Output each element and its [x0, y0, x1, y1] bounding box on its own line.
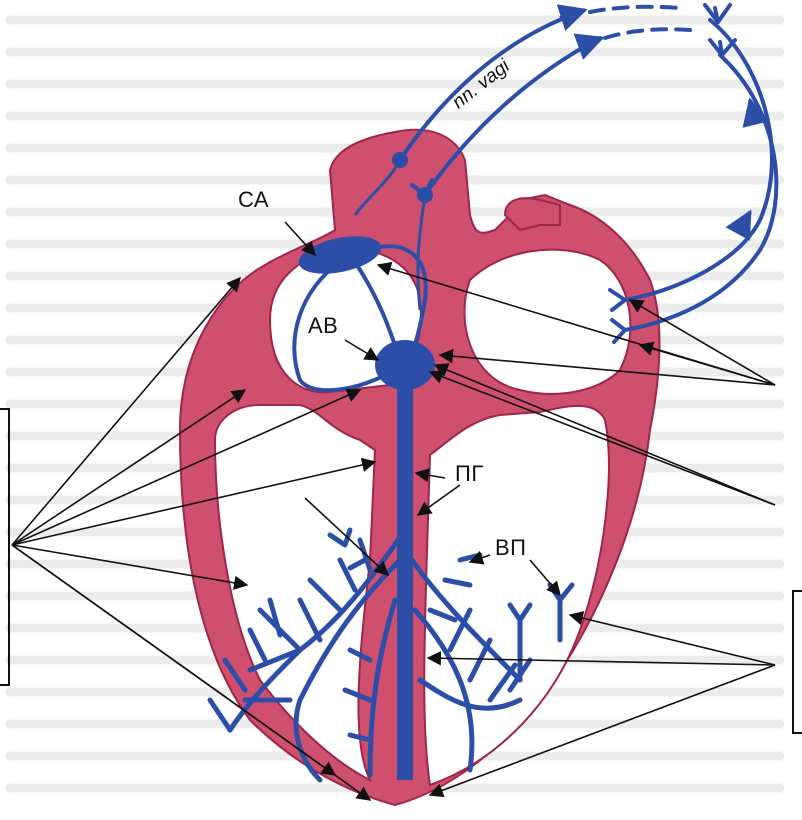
left-atrium-cavity	[463, 248, 632, 395]
av-node	[375, 340, 435, 390]
label-his-bundle: ПГ	[455, 461, 484, 486]
right-bracket	[792, 590, 802, 734]
label-av-node: АВ	[308, 313, 339, 338]
label-purkinje: ВП	[495, 535, 527, 560]
pointer-lines	[11, 221, 776, 801]
aortic-arch	[503, 197, 561, 232]
left-ventricle-cavity	[423, 404, 610, 787]
vagus-arrow-4	[725, 209, 752, 241]
purkinje-fibers	[207, 527, 575, 783]
vagus-arrow-2	[573, 33, 605, 60]
left-bracket	[0, 408, 10, 686]
label-sa-node: СА	[238, 187, 270, 212]
vagus-arrow-3	[742, 97, 770, 128]
sa-node	[298, 236, 382, 274]
vagus-arrow-1	[556, 4, 588, 32]
ganglion-links	[353, 159, 427, 311]
right-ventricle-cavity	[213, 404, 377, 783]
